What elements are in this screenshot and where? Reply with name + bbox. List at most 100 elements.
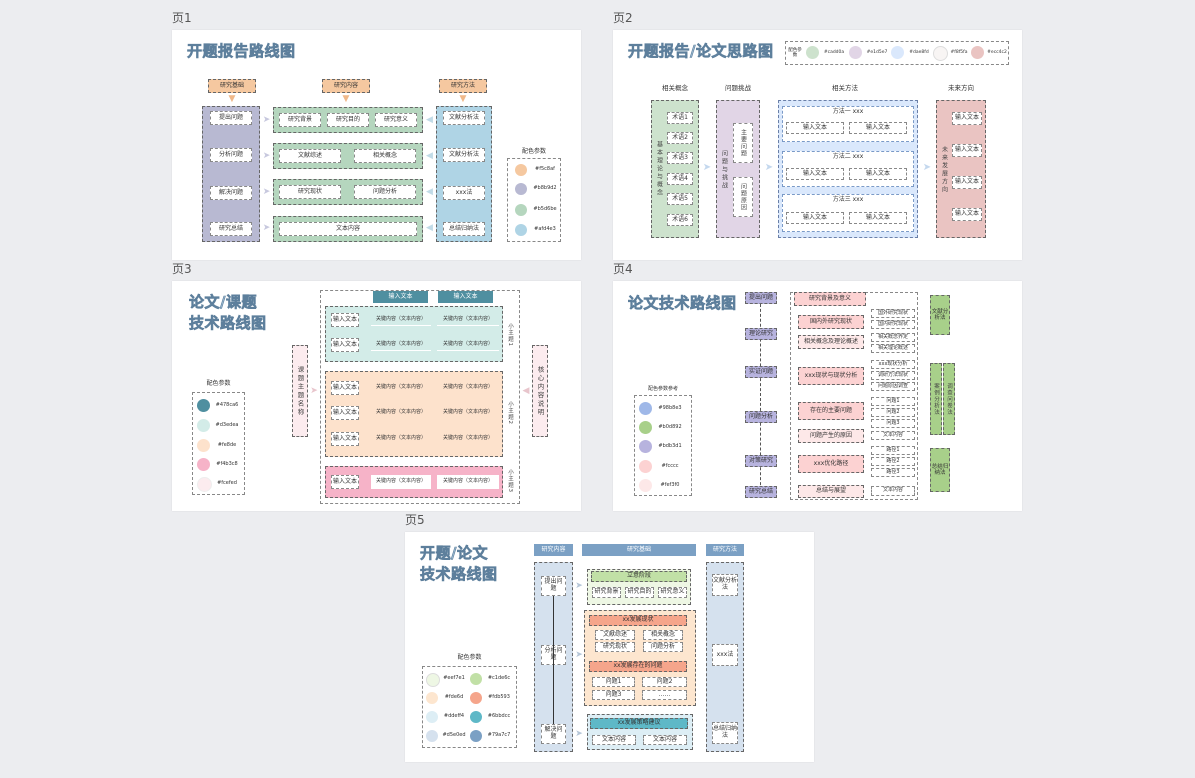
page-2-thumbnail[interactable]: 开题报告/论文思路图 配色参数 #cadd0a #e1d5e7 #dae8fd … bbox=[613, 30, 1022, 260]
p2-future-2: 输入文本 bbox=[952, 144, 982, 157]
p2-method-1-b: 输入文本 bbox=[849, 122, 907, 134]
p4-stage-6: 研究总结 bbox=[745, 486, 777, 498]
p5-legend-label: #fdb593 bbox=[488, 694, 510, 701]
p3-legend-swatch bbox=[197, 419, 210, 432]
p2-challenge-1: 主要问题 bbox=[733, 123, 753, 163]
p1-left-item-2: 分析问题 bbox=[210, 148, 252, 162]
p5-group-2-item-3: 研究现状 bbox=[595, 642, 635, 652]
page-3-thumbnail[interactable]: 论文/课题 技术路线图 配色参数 #478ca6 #d3edea #fe8de … bbox=[172, 281, 581, 511]
p4-mid-1: 研究背景及意义 bbox=[794, 292, 866, 306]
p5-group-3-item-1: 问题1 bbox=[592, 677, 635, 687]
p3-g2-r3-key-a: 关键内容（文本内容） bbox=[375, 435, 426, 442]
p5-group-1-item-2: 研究目的 bbox=[625, 587, 654, 598]
p2-concept-6: 术语6 bbox=[667, 214, 693, 226]
page-5-thumbnail[interactable]: 开题/论文 技术路线图 配色参数 #eef7e1 #fde6d #ddeff4 … bbox=[405, 532, 814, 762]
p3-g1-r1-key-b: 关键内容（文本内容） bbox=[437, 314, 499, 326]
p3-g2-r2-input: 输入文本 bbox=[331, 406, 359, 420]
p3-g2-r3-input: 输入文本 bbox=[331, 432, 359, 446]
p3-legend-label: #478ca6 bbox=[215, 401, 239, 408]
p4-method-3: 调查问卷法 bbox=[943, 363, 955, 435]
p1-legend-title: 配色参数 bbox=[521, 147, 546, 155]
page-4-thumbnail[interactable]: 论文技术路线图 配色参数参考 #98b8e3 #b0d892 #bdb3d1 #… bbox=[613, 281, 1022, 511]
p5-legend bbox=[422, 666, 517, 748]
p3-subtopic-1-label: 小主题1 bbox=[507, 323, 513, 347]
p1-legend-label: #f5c8af bbox=[535, 166, 555, 173]
p3-legend-title: 配色参数 bbox=[206, 379, 231, 387]
p1-arrow-left: ◀ bbox=[426, 150, 433, 161]
p2-future-vertical-label: 未来发展方向 bbox=[940, 146, 948, 194]
p2-arrow-right: ➤ bbox=[702, 162, 712, 174]
page-label-5: 页5 bbox=[405, 513, 425, 527]
p2-title: 开题报告/论文思路图 bbox=[628, 42, 774, 61]
p3-core-content: 核心内容说明 bbox=[532, 345, 548, 437]
p4-legend-label: #fef3f0 bbox=[660, 481, 680, 488]
p1-mid-1-2: 研究目的 bbox=[327, 113, 369, 127]
p2-method-3-a: 输入文本 bbox=[786, 212, 844, 224]
p3-topic-name: 课题主题名称 bbox=[292, 345, 308, 437]
p1-legend-label: #b5d6be bbox=[533, 206, 557, 213]
p3-subtopic-2-label: 小主题2 bbox=[507, 401, 513, 425]
p2-challenges-vertical-label: 问题与挑战 bbox=[720, 150, 728, 190]
p5-left-item-3: 解决问题 bbox=[541, 724, 566, 744]
p2-header-concepts: 相关概念 bbox=[662, 84, 688, 92]
p2-method-1-a: 输入文本 bbox=[786, 122, 844, 134]
p1-mid-1-1: 研究背景 bbox=[279, 113, 321, 127]
p2-challenge-2: 问题原因 bbox=[733, 177, 753, 217]
p1-mid-3-1: 研究现状 bbox=[279, 185, 341, 199]
p4-mid-8: 总结与展望 bbox=[798, 485, 864, 498]
page-1-thumbnail[interactable]: 开题报告路线图 研究基础 研究内容 研究方法 ▼ ▼ ▼ 提出问题 分析问题 解… bbox=[172, 30, 581, 260]
p2-header-methods: 相关方法 bbox=[832, 84, 858, 92]
p4-stage-line bbox=[760, 299, 761, 495]
p3-legend-label: #f4b3c8 bbox=[216, 460, 238, 467]
p4-mid-7: xxx优化路径 bbox=[798, 455, 864, 473]
p3-title-line-2: 技术路线图 bbox=[189, 314, 267, 333]
p3-g3-r1-input: 输入文本 bbox=[331, 475, 359, 489]
p1-arrow-down-2: ▼ bbox=[342, 93, 350, 104]
p4-detail-12: 路径1 bbox=[871, 446, 915, 455]
p5-group-4-title: xx发展策略建议 bbox=[590, 718, 688, 729]
p2-concept-1: 术语1 bbox=[667, 112, 693, 124]
p2-method-name-3: 方法三 xxx bbox=[832, 196, 864, 204]
p2-method-2-a: 输入文本 bbox=[786, 168, 844, 180]
p5-group-4-item-2: 文本内容 bbox=[643, 735, 687, 745]
p3-g1-r2-input: 输入文本 bbox=[331, 338, 359, 352]
p3-legend-label: #fcefed bbox=[217, 479, 237, 486]
p1-right-column bbox=[436, 106, 492, 242]
p4-legend-swatch bbox=[639, 440, 652, 453]
p5-legend-label: #d5e0ed bbox=[442, 732, 466, 739]
p1-arrow-left: ◀ bbox=[426, 186, 433, 197]
p2-header-challenges: 问题挑战 bbox=[725, 84, 751, 92]
p4-detail-2: 国内研究现状 bbox=[871, 320, 915, 329]
p5-group-1-item-1: 研究背景 bbox=[592, 587, 621, 598]
p2-header-future: 未来方向 bbox=[948, 84, 974, 92]
p2-legend-label: #f8f5fa bbox=[950, 49, 968, 55]
p1-right-item-1: 文献分析法 bbox=[443, 111, 485, 125]
p3-legend bbox=[192, 392, 245, 495]
p2-concept-3: 术语3 bbox=[667, 152, 693, 164]
p4-legend-label: #b0d892 bbox=[658, 423, 682, 430]
p1-arrow-right: ➤ bbox=[262, 114, 271, 125]
p4-mid-3: 相关概念及理论概述 bbox=[798, 335, 864, 349]
p4-detail-11: 文本内容 bbox=[871, 431, 915, 440]
p3-g3-r1-key-b: 关键内容（文本内容） bbox=[437, 475, 499, 489]
p4-method-2: 案例分析法 bbox=[930, 363, 942, 435]
p1-legend-label: #b8b9d2 bbox=[533, 185, 557, 192]
p3-g2-r1-key-a: 关键内容（文本内容） bbox=[375, 384, 426, 391]
p2-legend bbox=[785, 41, 1009, 65]
p5-group-3-item-3: 问题3 bbox=[592, 690, 635, 700]
p5-legend-label: #fde6d bbox=[444, 694, 464, 701]
p4-detail-14: 路径3 bbox=[871, 468, 915, 477]
p1-arrow-down-1: ▼ bbox=[228, 93, 236, 104]
p4-mid-4: xxx现状与现状分析 bbox=[798, 367, 864, 385]
p3-legend-swatch bbox=[197, 439, 210, 452]
p4-detail-7: 问题原因调查 bbox=[871, 382, 915, 391]
p1-mid-4-1: 文本内容 bbox=[279, 222, 417, 236]
p1-right-item-3: xxx法 bbox=[443, 186, 485, 200]
p1-arrow-left: ◀ bbox=[426, 114, 433, 125]
p2-arrow-right: ➤ bbox=[764, 162, 774, 174]
p4-detail-3: 相关概念界定 bbox=[871, 333, 915, 342]
p4-legend-label: #98b8e3 bbox=[658, 404, 682, 411]
p5-title-line-1: 开题/论文 bbox=[420, 544, 488, 563]
p5-header-basis: 研究基础 bbox=[582, 544, 696, 556]
p3-legend-swatch bbox=[197, 399, 210, 412]
